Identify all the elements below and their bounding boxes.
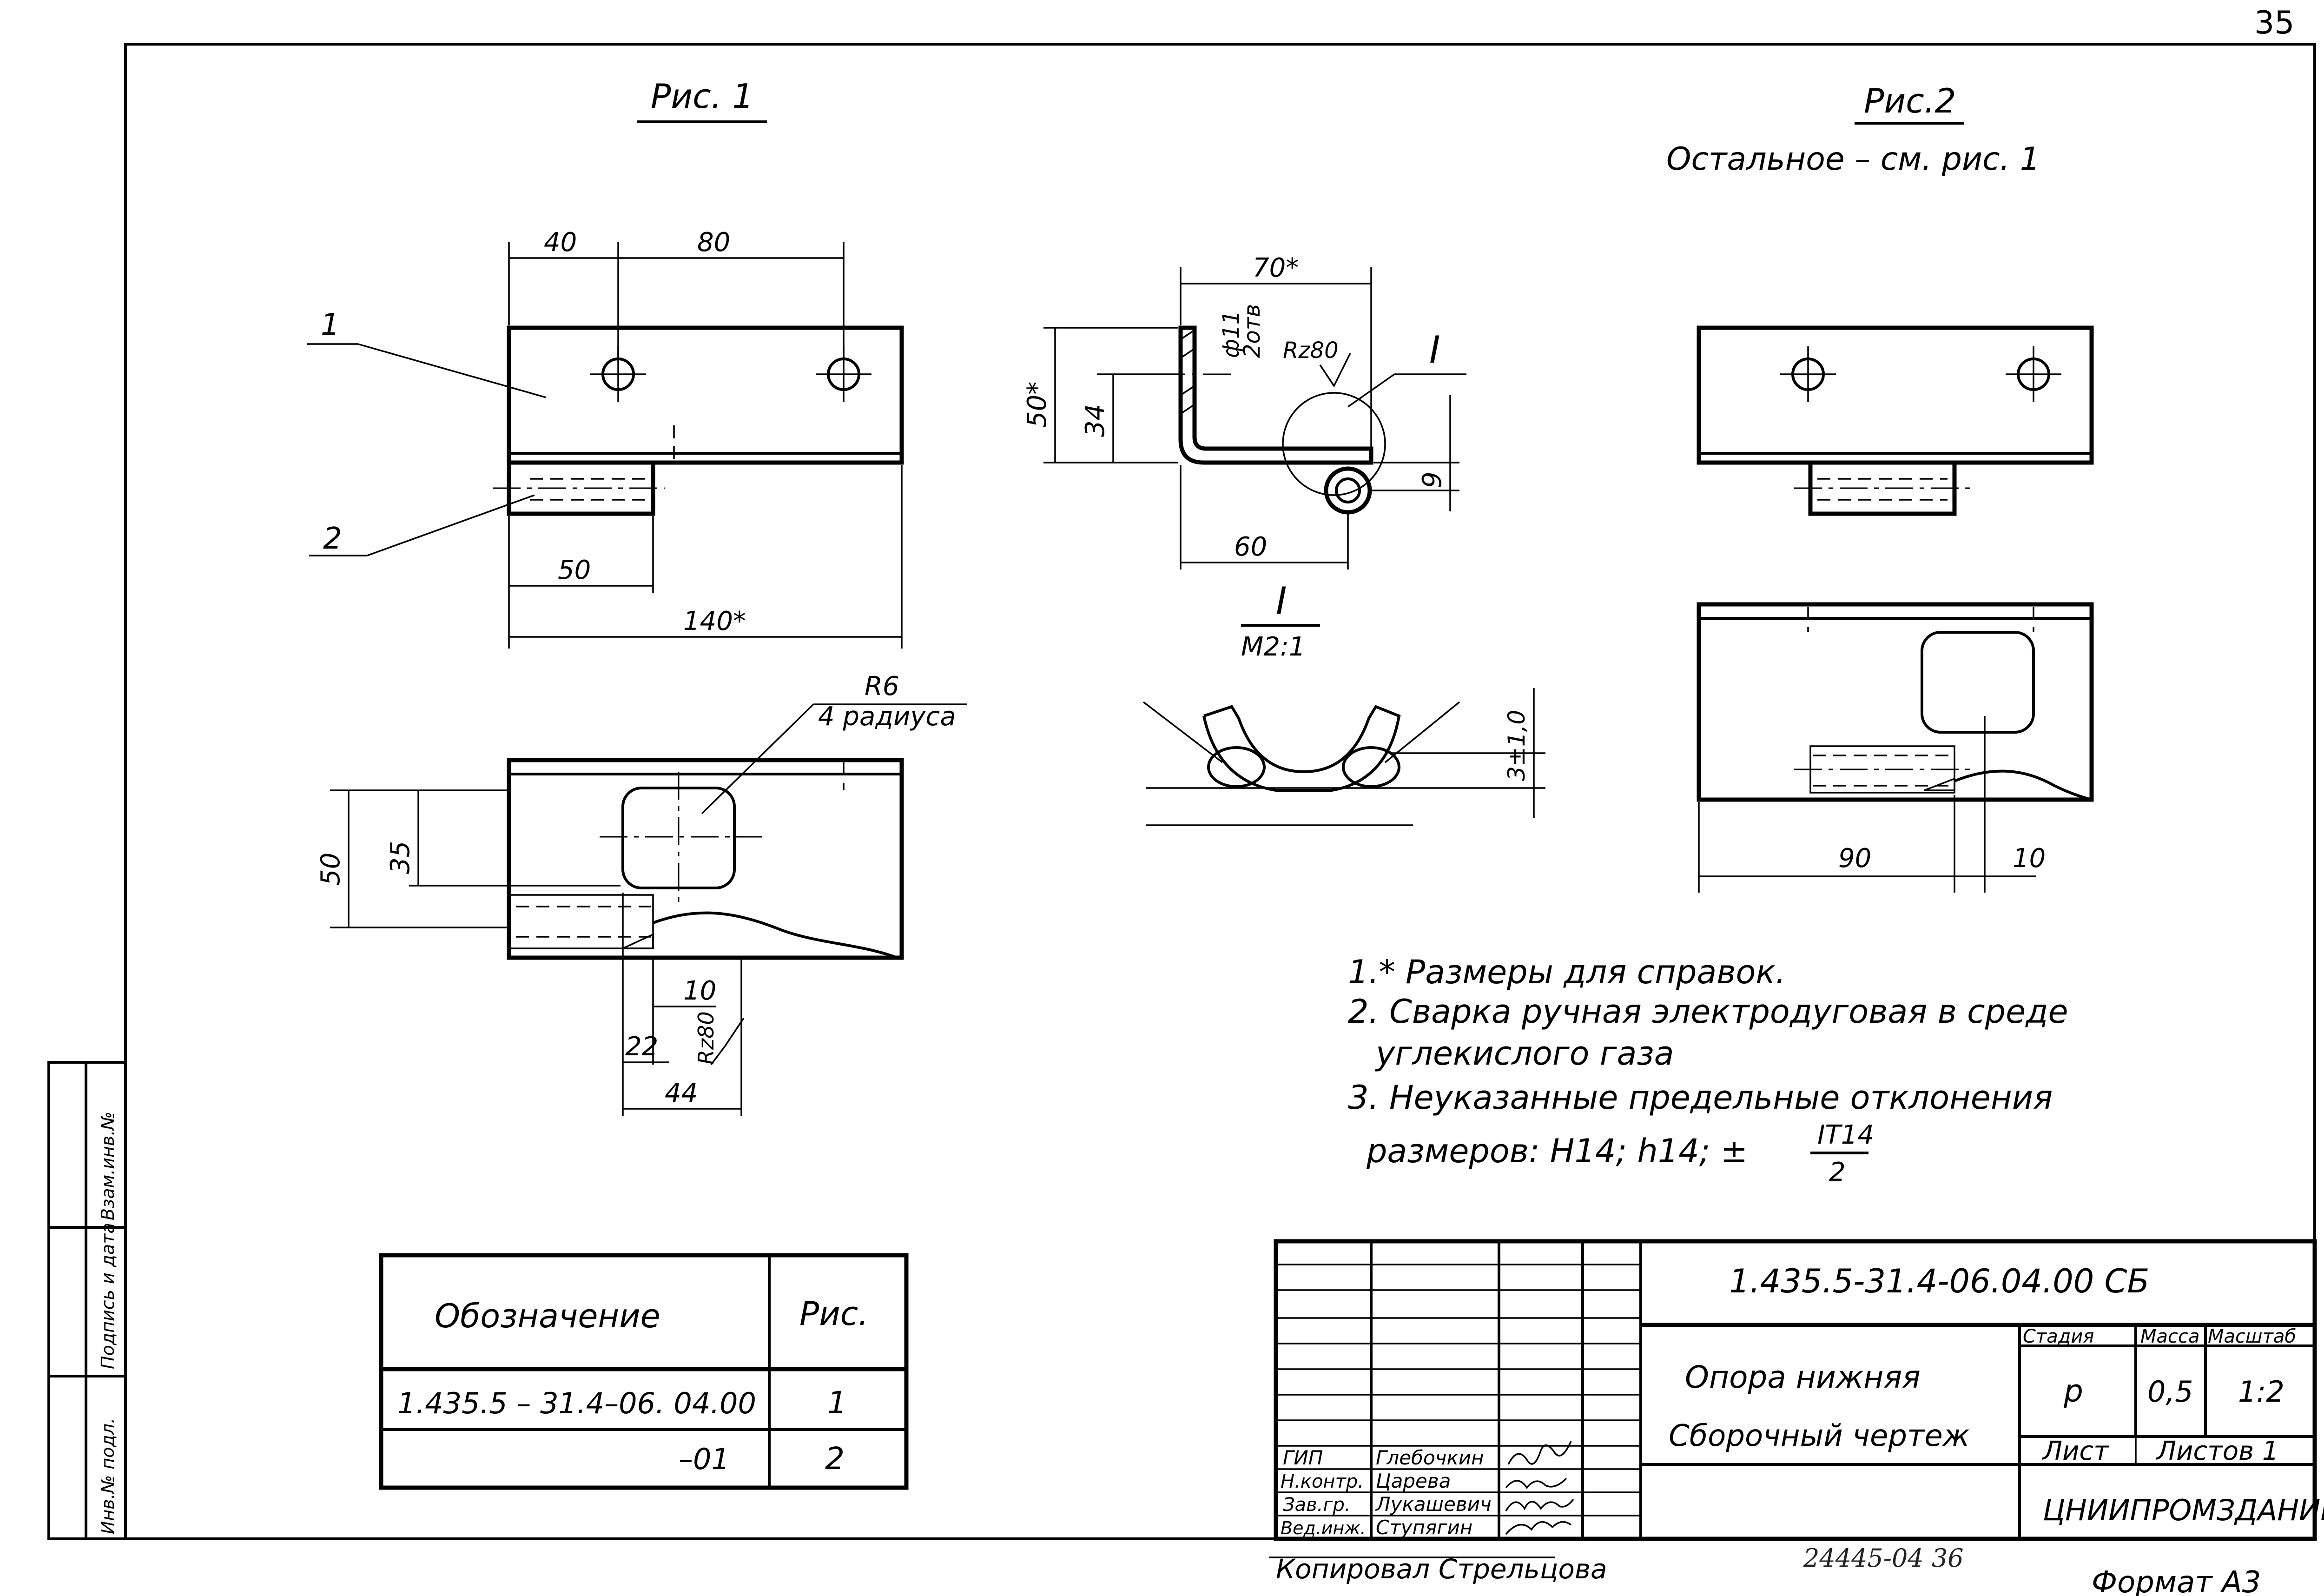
detail-dim: 3±1,0 — [1503, 710, 1530, 781]
tolerance-numerator: IT14 — [1817, 1120, 1874, 1150]
leader-1: 1 — [321, 308, 340, 342]
dim-plan-35: 35 — [385, 841, 416, 874]
dim-plan-50: 50 — [316, 853, 346, 886]
dim-50: 50 — [558, 555, 591, 585]
fig2-title: Рис.2 — [1864, 81, 1956, 120]
tb-stage-label: Стадия — [2023, 1326, 2094, 1347]
tb-role-1: ГИП — [1283, 1446, 1323, 1469]
note-1: 1.* Размеры для справок. — [1348, 953, 1786, 991]
dim-9: 9 — [1417, 471, 1447, 488]
tb-org: ЦНИИПРОМЗДАНИЙ — [2043, 1493, 2324, 1527]
table-row-1-designation: 1.435.5 – 31.4–06. 04.00 — [397, 1386, 756, 1420]
leader-2: 2 — [323, 522, 342, 556]
note-2: 2. Сварка ручная электродуговая в среде — [1348, 993, 2068, 1031]
drawing-frame — [124, 43, 2316, 1540]
tb-name-sig-3: Лукашевич — [1375, 1493, 1492, 1516]
fig1-title: Рис. 1 — [651, 77, 753, 116]
tb-name-sig-2: Царева — [1376, 1470, 1451, 1492]
tb-stage: р — [2063, 1373, 2083, 1409]
dim-plan-44: 44 — [665, 1078, 698, 1108]
signature-mark-2 — [1505, 1477, 1567, 1489]
table-header-designation: Обозначение — [435, 1297, 660, 1335]
tb-sheet-label: Лист — [2042, 1436, 2109, 1466]
signature-mark-3 — [1505, 1498, 1574, 1511]
fig2-note: Остальное – см. рис. 1 — [1666, 141, 2040, 178]
side-stamp-replace: Взам.инв.№ — [98, 1112, 118, 1220]
detail-scale: М2:1 — [1241, 632, 1305, 662]
variants-table: Обозначение Рис. 1.435.5 – 31.4–06. 04.0… — [379, 1253, 909, 1490]
fig2-front-view — [1697, 325, 2094, 516]
detail-view: I М2:1 3±1,0 — [1142, 579, 1545, 826]
tb-mass-label: Масса — [2140, 1326, 2200, 1347]
fig1-front-view: 40 80 1 2 50 140* — [307, 227, 904, 649]
tb-sheets-label: Листов 1 — [2156, 1436, 2279, 1466]
side-stamp-sign: Подпись и дата — [98, 1223, 118, 1369]
fig1-plan-view: R6 4 радиуса 50 35 10 22 44 Rz80 — [316, 671, 967, 1116]
section-view: 70* ф11 2отв Rz80 I 50* 34 9 60 — [1022, 253, 1466, 570]
tb-mass: 0,5 — [2147, 1375, 2193, 1409]
dim-140: 140* — [683, 606, 746, 636]
tb-role-2: Н.контр. — [1281, 1471, 1364, 1492]
dim-50star: 50* — [1022, 382, 1052, 428]
fig2-dim-90: 90 — [1838, 843, 1871, 874]
note-3-cont: размеров: Н14; h14; ± — [1366, 1132, 1748, 1170]
detail-circle — [1282, 392, 1386, 496]
hole-count: 2отв — [1239, 304, 1265, 358]
table-row-2-designation: –01 — [679, 1442, 730, 1476]
note-2-cont: углекислого газа — [1375, 1034, 1674, 1073]
radius-count: 4 радиуса — [818, 702, 956, 732]
detail-title: I — [1276, 579, 1287, 623]
tb-scale-label: Масштаб — [2208, 1326, 2296, 1347]
tb-name-1: Опора нижняя — [1685, 1359, 1921, 1395]
section-callout: I — [1429, 328, 1440, 371]
radius-r6: R6 — [865, 671, 899, 702]
rod-section — [1324, 466, 1372, 515]
dim-70: 70* — [1253, 253, 1299, 283]
dim-80: 80 — [697, 227, 730, 258]
table-row-2-fig: 2 — [825, 1441, 845, 1477]
tolerance-denominator: 2 — [1829, 1157, 1846, 1187]
page-number: 35 — [2254, 5, 2295, 41]
hole-diameter: ф11 — [1218, 311, 1244, 358]
signature-mark-4 — [1505, 1521, 1572, 1535]
tb-designation: 1.435.5-31.4-06.04.00 СБ — [1729, 1262, 2149, 1300]
roughness-section: Rz80 — [1283, 338, 1339, 364]
dim-34: 34 — [1080, 404, 1110, 437]
dim-plan-10: 10 — [683, 976, 716, 1006]
footer-format: Формат А3 — [2092, 1565, 2261, 1596]
side-stamp: Инв.№ подл. Подпись и дата Взам.инв.№ — [47, 1061, 127, 1540]
fig2-dim-10: 10 — [2013, 843, 2046, 874]
tb-name-sig-1: Глебочкин — [1376, 1446, 1484, 1469]
title-block: 1.435.5-31.4-06.04.00 СБ Опора нижняя Сб… — [1274, 1239, 2324, 1541]
notes: 1.* Размеры для справок. 2. Сварка ручна… — [1348, 953, 2068, 1187]
dim-plan-22: 22 — [625, 1032, 658, 1062]
tb-role-3: Зав.гр. — [1283, 1494, 1351, 1516]
footer-order: 24445-04 36 — [1803, 1543, 1964, 1573]
roughness-plan: Rz80 — [693, 1011, 719, 1065]
dim-40: 40 — [544, 227, 577, 258]
side-stamp-inv: Инв.№ подл. — [98, 1418, 118, 1534]
tb-scale: 1:2 — [2238, 1375, 2284, 1409]
dim-60: 60 — [1234, 532, 1267, 562]
tb-name-sig-4: Ступягин — [1376, 1516, 1472, 1539]
table-header-fig: Рис. — [799, 1295, 868, 1333]
footer-copied: Копировал Стрельцова — [1276, 1553, 1607, 1585]
note-3: 3. Неуказанные предельные отклонения — [1348, 1079, 2053, 1117]
tb-role-4: Вед.инж. — [1281, 1518, 1366, 1538]
signature-mark-1 — [1507, 1441, 1572, 1465]
tb-name-2: Сборочный чертеж — [1669, 1419, 1970, 1453]
table-row-1-fig: 1 — [827, 1385, 847, 1421]
fig2-plan-view: 90 10 — [1697, 602, 2094, 893]
